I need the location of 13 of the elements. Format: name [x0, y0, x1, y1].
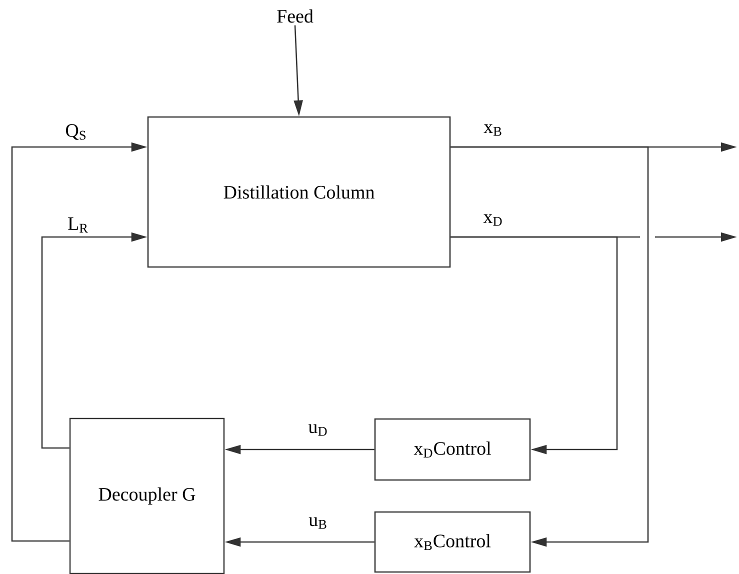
process-box: Decoupler G: [69, 418, 225, 574]
edge-label: u$_{B}$: [308, 516, 328, 530]
edge-label: x$_{D}$: [482, 213, 504, 227]
controller-box: x$_{B}$Control: [374, 511, 531, 573]
input-label: Feed: [277, 9, 314, 23]
arrow: [450, 146, 649, 547]
controller-box: x$_{D}$Control: [374, 418, 531, 481]
edge-label: Q$_{S}$: [64, 123, 88, 141]
edge-label: x$_{B}$: [482, 123, 504, 137]
arrow: [450, 236, 618, 454]
edge-label: u$_{D}$: [307, 423, 329, 437]
edge-label: L$_{R}$: [66, 216, 90, 234]
process-box: Distillation Column: [147, 116, 451, 268]
